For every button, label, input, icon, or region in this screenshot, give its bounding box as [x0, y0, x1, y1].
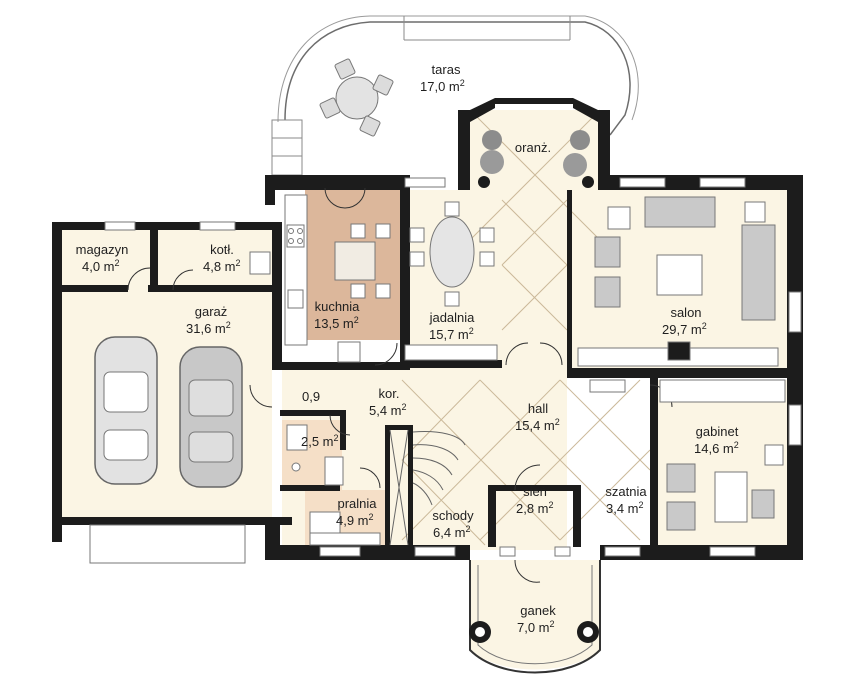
label-sien-name: sień — [523, 484, 547, 499]
terrace — [271, 15, 639, 176]
label-garaz-name: garaż — [195, 304, 228, 319]
label-kuchnia-name: kuchnia — [315, 299, 361, 314]
label-pralnia-name: pralnia — [337, 496, 377, 511]
label-gabinet-area: 14,6 m2 — [694, 440, 739, 456]
terrace-table-set — [319, 58, 394, 137]
windows — [104, 177, 802, 557]
label-kuchnia-area: 13,5 m2 — [314, 315, 359, 331]
label-magazyn-area: 4,0 m2 — [82, 258, 120, 274]
label-taras-area: 17,0 m2 — [420, 78, 465, 94]
label-schody-area: 6,4 m2 — [433, 524, 471, 540]
label-oranz-name: oranż. — [515, 140, 551, 155]
porch — [469, 560, 601, 674]
label-schody-name: schody — [432, 508, 474, 523]
label-szatnia-area: 3,4 m2 — [606, 500, 644, 516]
car-left — [94, 336, 158, 485]
bathroom-fixtures — [286, 424, 381, 546]
hall-tiles — [401, 109, 651, 546]
living-room-furniture — [577, 196, 779, 367]
label-taras-name: taras — [432, 62, 461, 77]
label-salon-area: 29,7 m2 — [662, 321, 707, 337]
label-jadalnia-area: 15,7 m2 — [429, 326, 474, 342]
label-hall-area: 15,4 m2 — [515, 417, 560, 433]
label-ganek-area: 7,0 m2 — [517, 619, 555, 635]
label-gabinet-name: gabinet — [696, 424, 739, 439]
garage-driveway — [89, 524, 246, 564]
boiler — [249, 251, 271, 275]
doors — [127, 187, 673, 583]
label-kor-area: 5,4 m2 — [369, 402, 407, 418]
kitchen-furniture — [284, 194, 391, 363]
label-magazyn-name: magazyn — [76, 242, 129, 257]
label-lazienka-area: 2,5 m2 — [301, 433, 339, 449]
orangery-plants — [478, 130, 594, 188]
label-wc-small: 0,9 — [302, 389, 320, 404]
label-kor-name: kor. — [379, 386, 400, 401]
label-salon-name: salon — [670, 305, 701, 320]
label-sien-area: 2,8 m2 — [516, 500, 554, 516]
label-hall-name: hall — [528, 401, 548, 416]
car-right — [179, 346, 243, 488]
label-szatnia-name: szatnia — [605, 484, 647, 499]
dining-set — [404, 201, 498, 361]
label-jadalnia-name: jadalnia — [429, 310, 476, 325]
label-pralnia-area: 4,9 m2 — [336, 512, 374, 528]
label-garaz-area: 31,6 m2 — [186, 320, 231, 336]
label-kotl-area: 4,8 m2 — [203, 258, 241, 274]
label-kotl-name: kotł. — [210, 242, 234, 257]
label-ganek-name: ganek — [520, 603, 556, 618]
staircase — [389, 429, 466, 546]
study-furniture — [589, 379, 786, 531]
